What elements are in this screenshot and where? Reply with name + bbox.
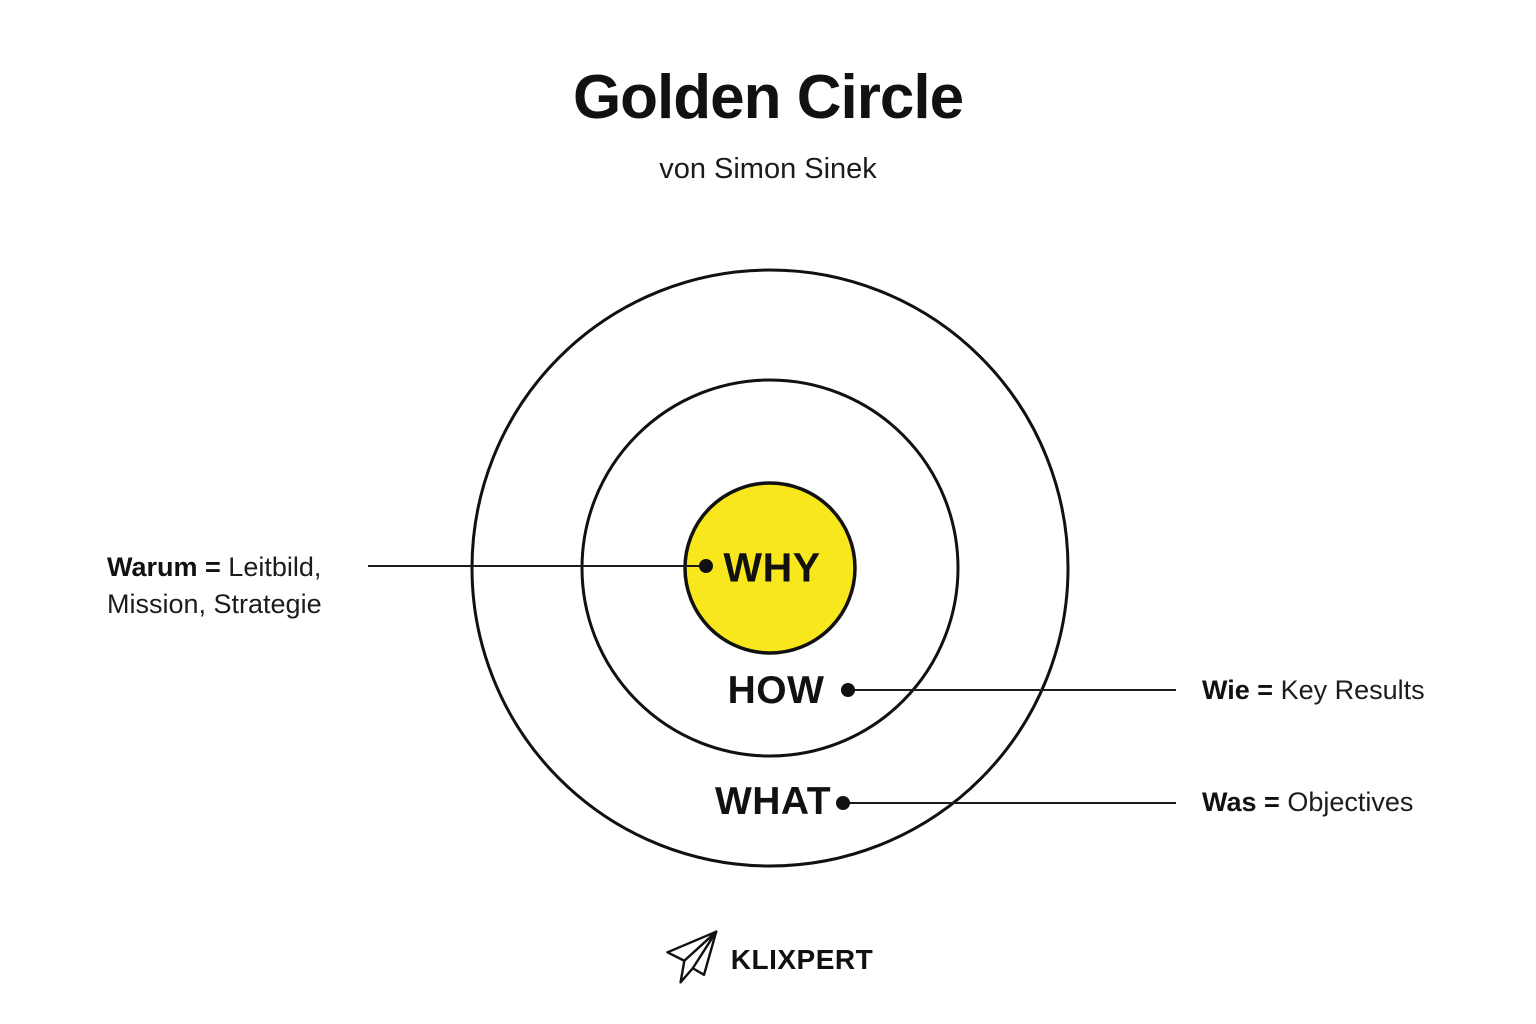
- page-title: Golden Circle: [572, 63, 964, 132]
- brand-name: KLIXPERT: [730, 944, 874, 975]
- ring-label-how: HOW: [727, 669, 825, 712]
- annotation-wie: Wie = Key Results: [1202, 672, 1425, 709]
- ring-label-why: WHY: [723, 544, 821, 591]
- annotation-wie-term: Wie =: [1202, 675, 1274, 705]
- brand-logo: KLIXPERT: [663, 924, 873, 990]
- annotation-warum-line1: Leitbild,: [228, 552, 322, 582]
- wie-connector-dot: [841, 683, 855, 697]
- annotation-wie-definition: Key Results: [1280, 675, 1425, 705]
- annotation-warum-line2: Mission, Strategie: [107, 589, 322, 619]
- annotation-was: Was = Objectives: [1202, 784, 1413, 821]
- annotation-warum-term: Warum =: [107, 552, 221, 582]
- annotation-was-term: Was =: [1202, 787, 1280, 817]
- annotation-warum: Warum = Leitbild, Mission, Strategie: [107, 549, 367, 623]
- warum-connector-dot: [699, 559, 713, 573]
- annotation-was-definition: Objectives: [1287, 787, 1414, 817]
- paper-plane-icon: [666, 930, 718, 984]
- ring-label-what: WHAT: [714, 780, 832, 823]
- page-subtitle: von Simon Sinek: [659, 153, 877, 185]
- why-ring-circle: [683, 481, 857, 655]
- was-connector-dot: [836, 796, 850, 810]
- what-ring-circle: [470, 268, 1070, 868]
- how-ring-circle: [580, 378, 960, 758]
